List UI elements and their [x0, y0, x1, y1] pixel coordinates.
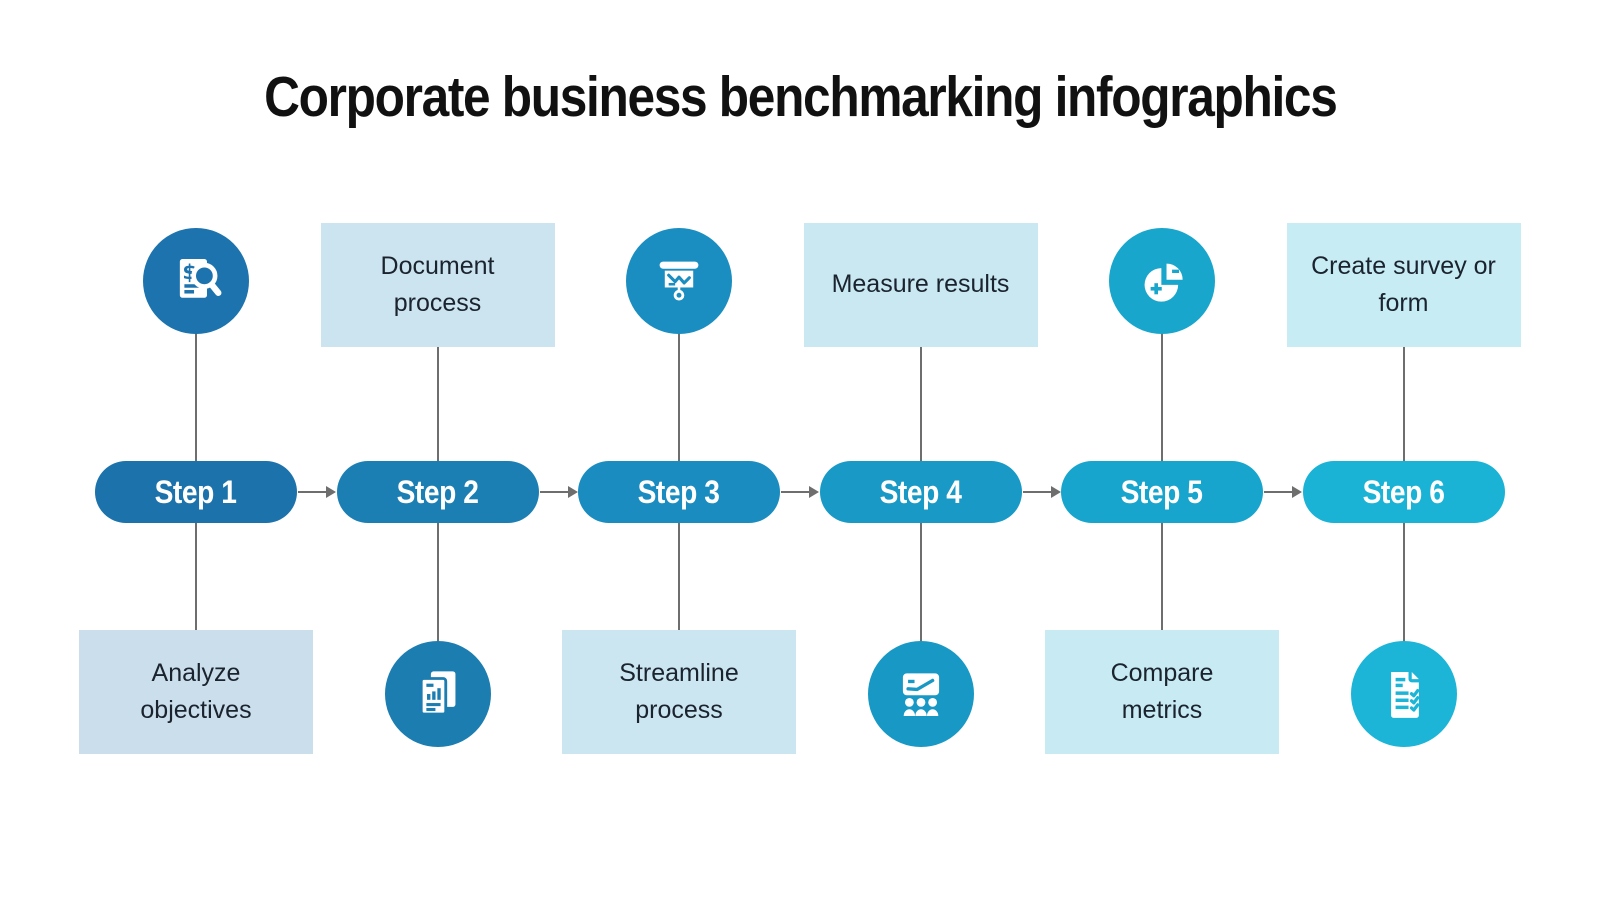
step-5-pill: Step 5 — [1061, 461, 1263, 523]
flow-arrow-1-2 — [298, 486, 336, 498]
step-2-pill: Step 2 — [336, 461, 539, 523]
report-bar-chart-icon — [419, 671, 455, 716]
page-title: Corporate business benchmarking infograp… — [263, 65, 1338, 129]
step-2-description: Document process — [380, 251, 495, 318]
step-3-description: Streamline process — [619, 658, 739, 725]
flow-arrow-3-4 — [781, 486, 819, 498]
analysis-document-magnifier-icon: $ — [179, 259, 222, 298]
step-6-description: Create survey or form — [1311, 251, 1496, 318]
step-1-description-card: Analyze objectives — [79, 630, 313, 754]
step-3-icon-circle — [626, 228, 732, 334]
step-5-icon-circle — [1109, 228, 1215, 334]
step-5-label: Step 5 — [1121, 473, 1203, 510]
survey-checklist-icon — [1390, 672, 1419, 718]
step-5-description-card: Compare metrics — [1045, 630, 1279, 754]
step-2-icon-circle — [384, 641, 491, 747]
step-2-label: Step 2 — [396, 473, 479, 510]
flow-arrow-4-5 — [1022, 486, 1061, 498]
step-6-icon-circle — [1350, 641, 1457, 747]
step-6-pill: Step 6 — [1302, 461, 1505, 523]
step-4-label: Step 4 — [879, 473, 962, 510]
step-2-description-card: Document process — [320, 223, 555, 347]
step-1-pill: Step 1 — [95, 461, 297, 523]
flow-arrow-2-3 — [539, 486, 578, 498]
step-5-description: Compare metrics — [1110, 658, 1214, 725]
step-1-description: Analyze objectives — [140, 658, 252, 725]
step-4-icon-circle — [867, 641, 974, 747]
presentation-chart-icon — [659, 261, 699, 301]
pie-chart-plus-minus-icon — [1144, 263, 1183, 302]
step-1-icon-circle: $ — [143, 228, 249, 334]
step-4-description-card: Measure results — [803, 223, 1038, 347]
step-3-label: Step 3 — [638, 473, 720, 510]
title-row: Corporate business benchmarking infograp… — [0, 64, 1600, 130]
flow-arrow-5-6 — [1264, 486, 1302, 498]
audience-presentation-icon — [902, 673, 939, 716]
step-4-description: Measure results — [831, 270, 1010, 299]
step-3-description-card: Streamline process — [562, 630, 796, 754]
step-4-pill: Step 4 — [819, 461, 1022, 523]
step-6-label: Step 6 — [1362, 473, 1445, 510]
step-3-pill: Step 3 — [578, 461, 780, 523]
step-1-label: Step 1 — [155, 473, 237, 510]
step-6-description-card: Create survey or form — [1286, 223, 1521, 347]
